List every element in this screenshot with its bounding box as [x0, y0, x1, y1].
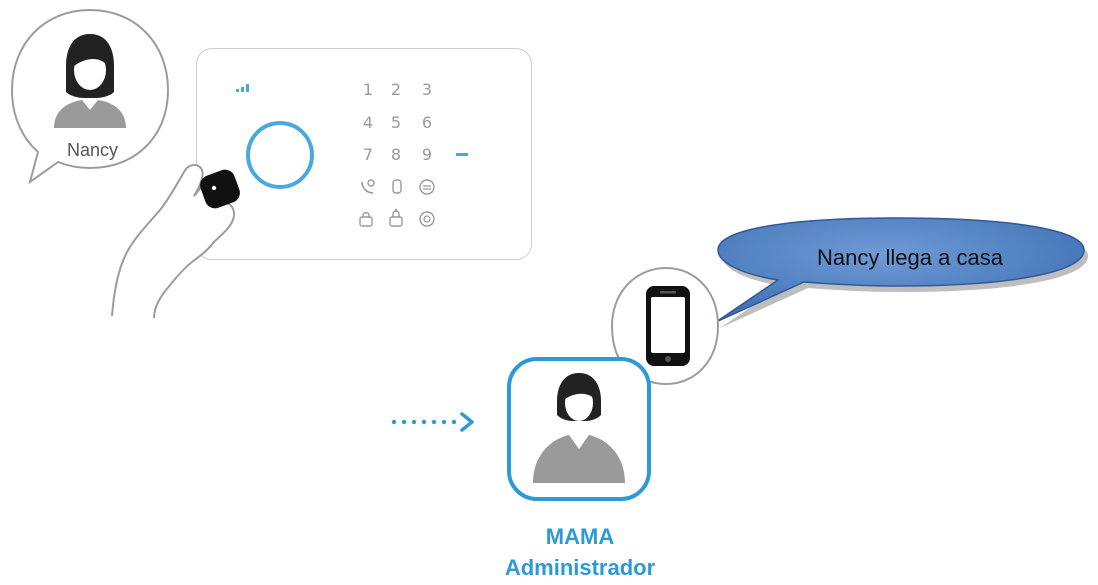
admin-role: Administrador [504, 555, 656, 580]
key-4[interactable]: 4 [362, 113, 374, 132]
status-key-icon[interactable] [418, 178, 436, 196]
nancy-label: Nancy [66, 140, 119, 160]
alarm-keypad-panel [196, 48, 532, 260]
admin-name: MAMA [545, 524, 615, 549]
notification-text: Nancy llega a casa [817, 245, 1003, 270]
user-icon [54, 34, 126, 128]
notification-speech-bubble [715, 217, 1088, 328]
key-7[interactable]: 7 [362, 145, 374, 164]
zero-key-icon[interactable] [390, 178, 404, 196]
key-1[interactable]: 1 [362, 80, 374, 99]
key-fob-icon [200, 169, 240, 209]
admin-user-icon [533, 373, 625, 483]
arrow-icon [391, 412, 474, 432]
reader-ring-icon [246, 121, 314, 189]
nancy-user-bubble [10, 8, 170, 185]
disarm-icon[interactable] [418, 210, 436, 228]
key-3[interactable]: 3 [421, 80, 433, 99]
phone-key-icon[interactable] [358, 178, 378, 196]
arm-lock-icon[interactable] [358, 210, 374, 228]
key-5[interactable]: 5 [390, 113, 402, 132]
signal-icon [236, 84, 249, 92]
indicator-light [456, 153, 468, 156]
home-lock-icon[interactable] [388, 208, 404, 228]
hand-with-key-fob-icon [111, 164, 240, 319]
key-6[interactable]: 6 [421, 113, 433, 132]
smartphone-icon [646, 286, 690, 366]
key-8[interactable]: 8 [390, 145, 402, 164]
admin-user-box [507, 357, 651, 501]
key-2[interactable]: 2 [390, 80, 402, 99]
key-9[interactable]: 9 [421, 145, 433, 164]
